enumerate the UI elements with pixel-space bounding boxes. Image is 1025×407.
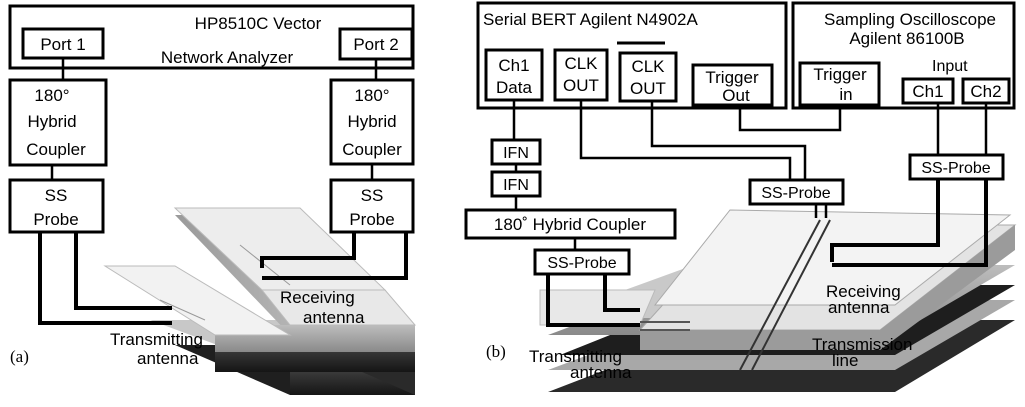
trigger-out-line-2: Out bbox=[722, 86, 750, 105]
receiving-b-label-1: Receiving bbox=[826, 282, 901, 301]
network-analyzer-title-1: HP8510C Vector bbox=[195, 14, 322, 33]
feed-wire-b-outer bbox=[546, 274, 640, 327]
ch1-input-label: Ch1 bbox=[912, 82, 943, 101]
feed-wire-left-outer bbox=[38, 232, 172, 325]
receiving-label-2: antenna bbox=[303, 308, 365, 327]
clk-out-2-box bbox=[618, 51, 678, 103]
substrate-stack-b bbox=[539, 209, 1017, 392]
hybrid-coupler-b bbox=[464, 208, 677, 240]
network-analyzer-title-2: Network Analyzer bbox=[161, 48, 294, 67]
receive-wire-2 bbox=[832, 179, 988, 267]
serial-bert-title: Serial BERT Agilent N4902A bbox=[483, 10, 698, 29]
feed-wire-right-inner bbox=[260, 232, 356, 268]
feed-wire-right-outer bbox=[262, 232, 408, 280]
input-label: Input bbox=[932, 58, 968, 75]
transmit-plate-a bbox=[103, 265, 292, 336]
trigger-out-line-1: Trigger bbox=[705, 68, 759, 87]
scope-title-1: Sampling Oscilloscope bbox=[824, 10, 996, 29]
ifn-2-box bbox=[490, 170, 542, 198]
ss-probe-right-b-label: SS-Probe bbox=[921, 160, 990, 177]
ss-probe-right bbox=[329, 178, 415, 234]
clk-wire-2 bbox=[650, 101, 807, 180]
ss-probe-bottom bbox=[533, 248, 631, 276]
receiving-b-label-2: antenna bbox=[828, 298, 890, 317]
ch1-data-line-2: Data bbox=[496, 78, 532, 97]
ifn-1-label: IFN bbox=[503, 145, 529, 162]
ch1-input-box bbox=[901, 77, 955, 105]
probe-left-line-1: SS bbox=[45, 186, 68, 205]
probe-right-line-1: SS bbox=[361, 186, 384, 205]
substrate-stack-a bbox=[103, 207, 417, 395]
trigger-in-line-2: in bbox=[839, 85, 852, 104]
ifn-1-box bbox=[490, 138, 542, 166]
hybrid-coupler-b-label: 180˚ Hybrid Coupler bbox=[494, 215, 646, 234]
receiving-label-1: Receiving bbox=[280, 288, 355, 307]
probe-right-line-2: Probe bbox=[349, 210, 394, 229]
ifn-2-label: IFN bbox=[503, 177, 529, 194]
ss-probe-mid-label: SS-Probe bbox=[761, 185, 830, 202]
port-2-label: Port 2 bbox=[353, 35, 398, 54]
hybrid-coupler-right bbox=[329, 78, 415, 166]
transmission-label-1: Transmission bbox=[812, 335, 912, 354]
transmit-plate-b bbox=[539, 289, 656, 326]
coupler-left-line-3: Coupler bbox=[26, 140, 86, 159]
hybrid-coupler-left bbox=[8, 78, 108, 167]
feed-wire-b-inner bbox=[603, 274, 640, 312]
panel-a-label: (a) bbox=[10, 347, 29, 366]
coupler-left-line-2: Hybrid bbox=[27, 112, 76, 131]
trigger-in-line-1: Trigger bbox=[813, 65, 867, 84]
receive-wire-1 bbox=[830, 179, 940, 262]
ss-probe-bottom-label: SS-Probe bbox=[547, 255, 616, 272]
clk-out-2-line-2: OUT bbox=[630, 79, 666, 98]
ch1-data-line-1: Ch1 bbox=[498, 56, 529, 75]
coupler-right-line-3: Coupler bbox=[342, 140, 402, 159]
clk-out-1-line-2: OUT bbox=[563, 76, 599, 95]
transmitting-label-1: Transmitting bbox=[110, 330, 203, 349]
ch2-input-label: Ch2 bbox=[970, 82, 1001, 101]
transmission-label-2: line bbox=[832, 351, 858, 370]
panel-b-label: (b) bbox=[486, 342, 506, 361]
coupler-right-line-1: 180° bbox=[354, 86, 389, 105]
clk-out-1-line-1: CLK bbox=[564, 54, 598, 73]
clk-out-2-line-1: CLK bbox=[631, 57, 665, 76]
panel-b: Serial BERT Agilent N4902A Ch1 Data CLK … bbox=[464, 1, 1017, 392]
ss-probe-left bbox=[8, 178, 105, 234]
port-1-label: Port 1 bbox=[40, 35, 85, 54]
scope-title-2: Agilent 86100B bbox=[849, 29, 964, 48]
clk-out-1-box bbox=[553, 48, 609, 102]
trigger-out-box bbox=[691, 63, 774, 107]
transmitting-b-label-2: antenna bbox=[570, 363, 632, 382]
coupler-right-line-2: Hybrid bbox=[347, 112, 396, 131]
transmitting-b-label-1: Transmitting bbox=[529, 347, 622, 366]
trigger-wire bbox=[738, 105, 842, 132]
feed-wire-left-inner bbox=[74, 232, 172, 310]
trigger-in-box bbox=[798, 61, 881, 107]
probe-left-line-2: Probe bbox=[33, 210, 78, 229]
panel-a: HP8510C Vector Network Analyzer Port 1 P… bbox=[8, 4, 417, 395]
ss-probe-right-b bbox=[908, 153, 1005, 181]
transmitting-label-2: antenna bbox=[137, 349, 199, 368]
coupler-left-line-1: 180° bbox=[34, 86, 69, 105]
ss-probe-mid bbox=[748, 178, 845, 206]
clk-wire-1 bbox=[579, 100, 792, 180]
